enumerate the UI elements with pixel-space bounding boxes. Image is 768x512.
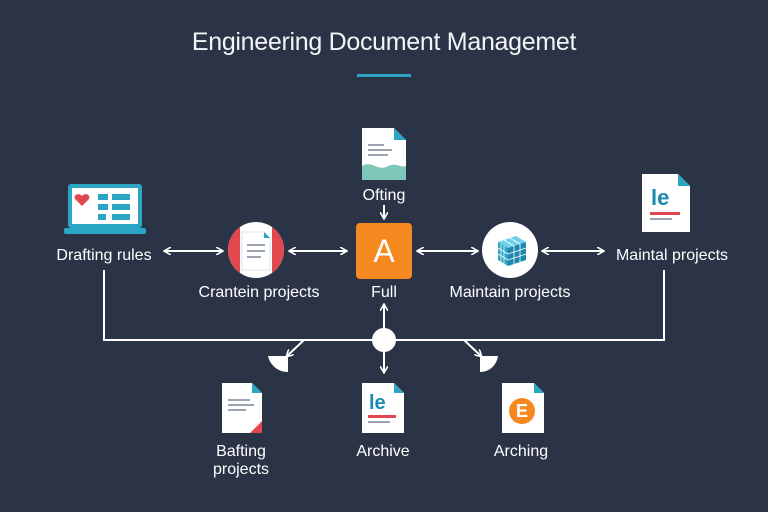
label-archive: Archive	[356, 443, 410, 460]
label-maintal-projects: Maintal projects	[615, 247, 729, 264]
label-full: Full	[371, 284, 397, 301]
label-crantein-projects: Crantein projects	[198, 284, 320, 301]
label-maintain-projects: Maintain projects	[449, 284, 571, 301]
laptop-icon	[64, 182, 148, 238]
ofting-document-icon	[360, 126, 408, 182]
hub-node	[372, 328, 396, 352]
label-arching: Arching	[493, 443, 549, 460]
maintal-document-icon: le	[640, 172, 692, 234]
quarter-right	[480, 356, 498, 373]
bafting-document-icon	[220, 381, 264, 435]
crantein-projects-node	[228, 222, 284, 278]
letter-a-icon: A	[373, 233, 395, 269]
cube-icon	[497, 236, 527, 266]
arrow-hub-bafting	[287, 339, 305, 356]
label-ofting: Ofting	[362, 187, 406, 204]
title-underline	[357, 74, 411, 77]
arching-letter-icon: E	[515, 401, 528, 421]
quarter-left	[268, 356, 288, 373]
arching-document-icon: E	[500, 381, 546, 435]
label-drafting-rules: Drafting rules	[56, 247, 152, 264]
maintain-projects-node	[482, 222, 538, 278]
diagram-title: Engineering Document Managemet	[191, 28, 577, 56]
label-bafting-line1: Bafting	[216, 443, 266, 460]
label-bafting-line2: projects	[212, 461, 270, 478]
doc-letters-icon: le	[651, 185, 670, 210]
archive-letters-icon: le	[369, 392, 386, 414]
arrow-hub-arching	[463, 339, 481, 356]
label-bafting-projects: Bafting projects	[213, 443, 269, 479]
archive-document-icon: le	[360, 381, 406, 435]
full-node: A	[356, 223, 412, 279]
